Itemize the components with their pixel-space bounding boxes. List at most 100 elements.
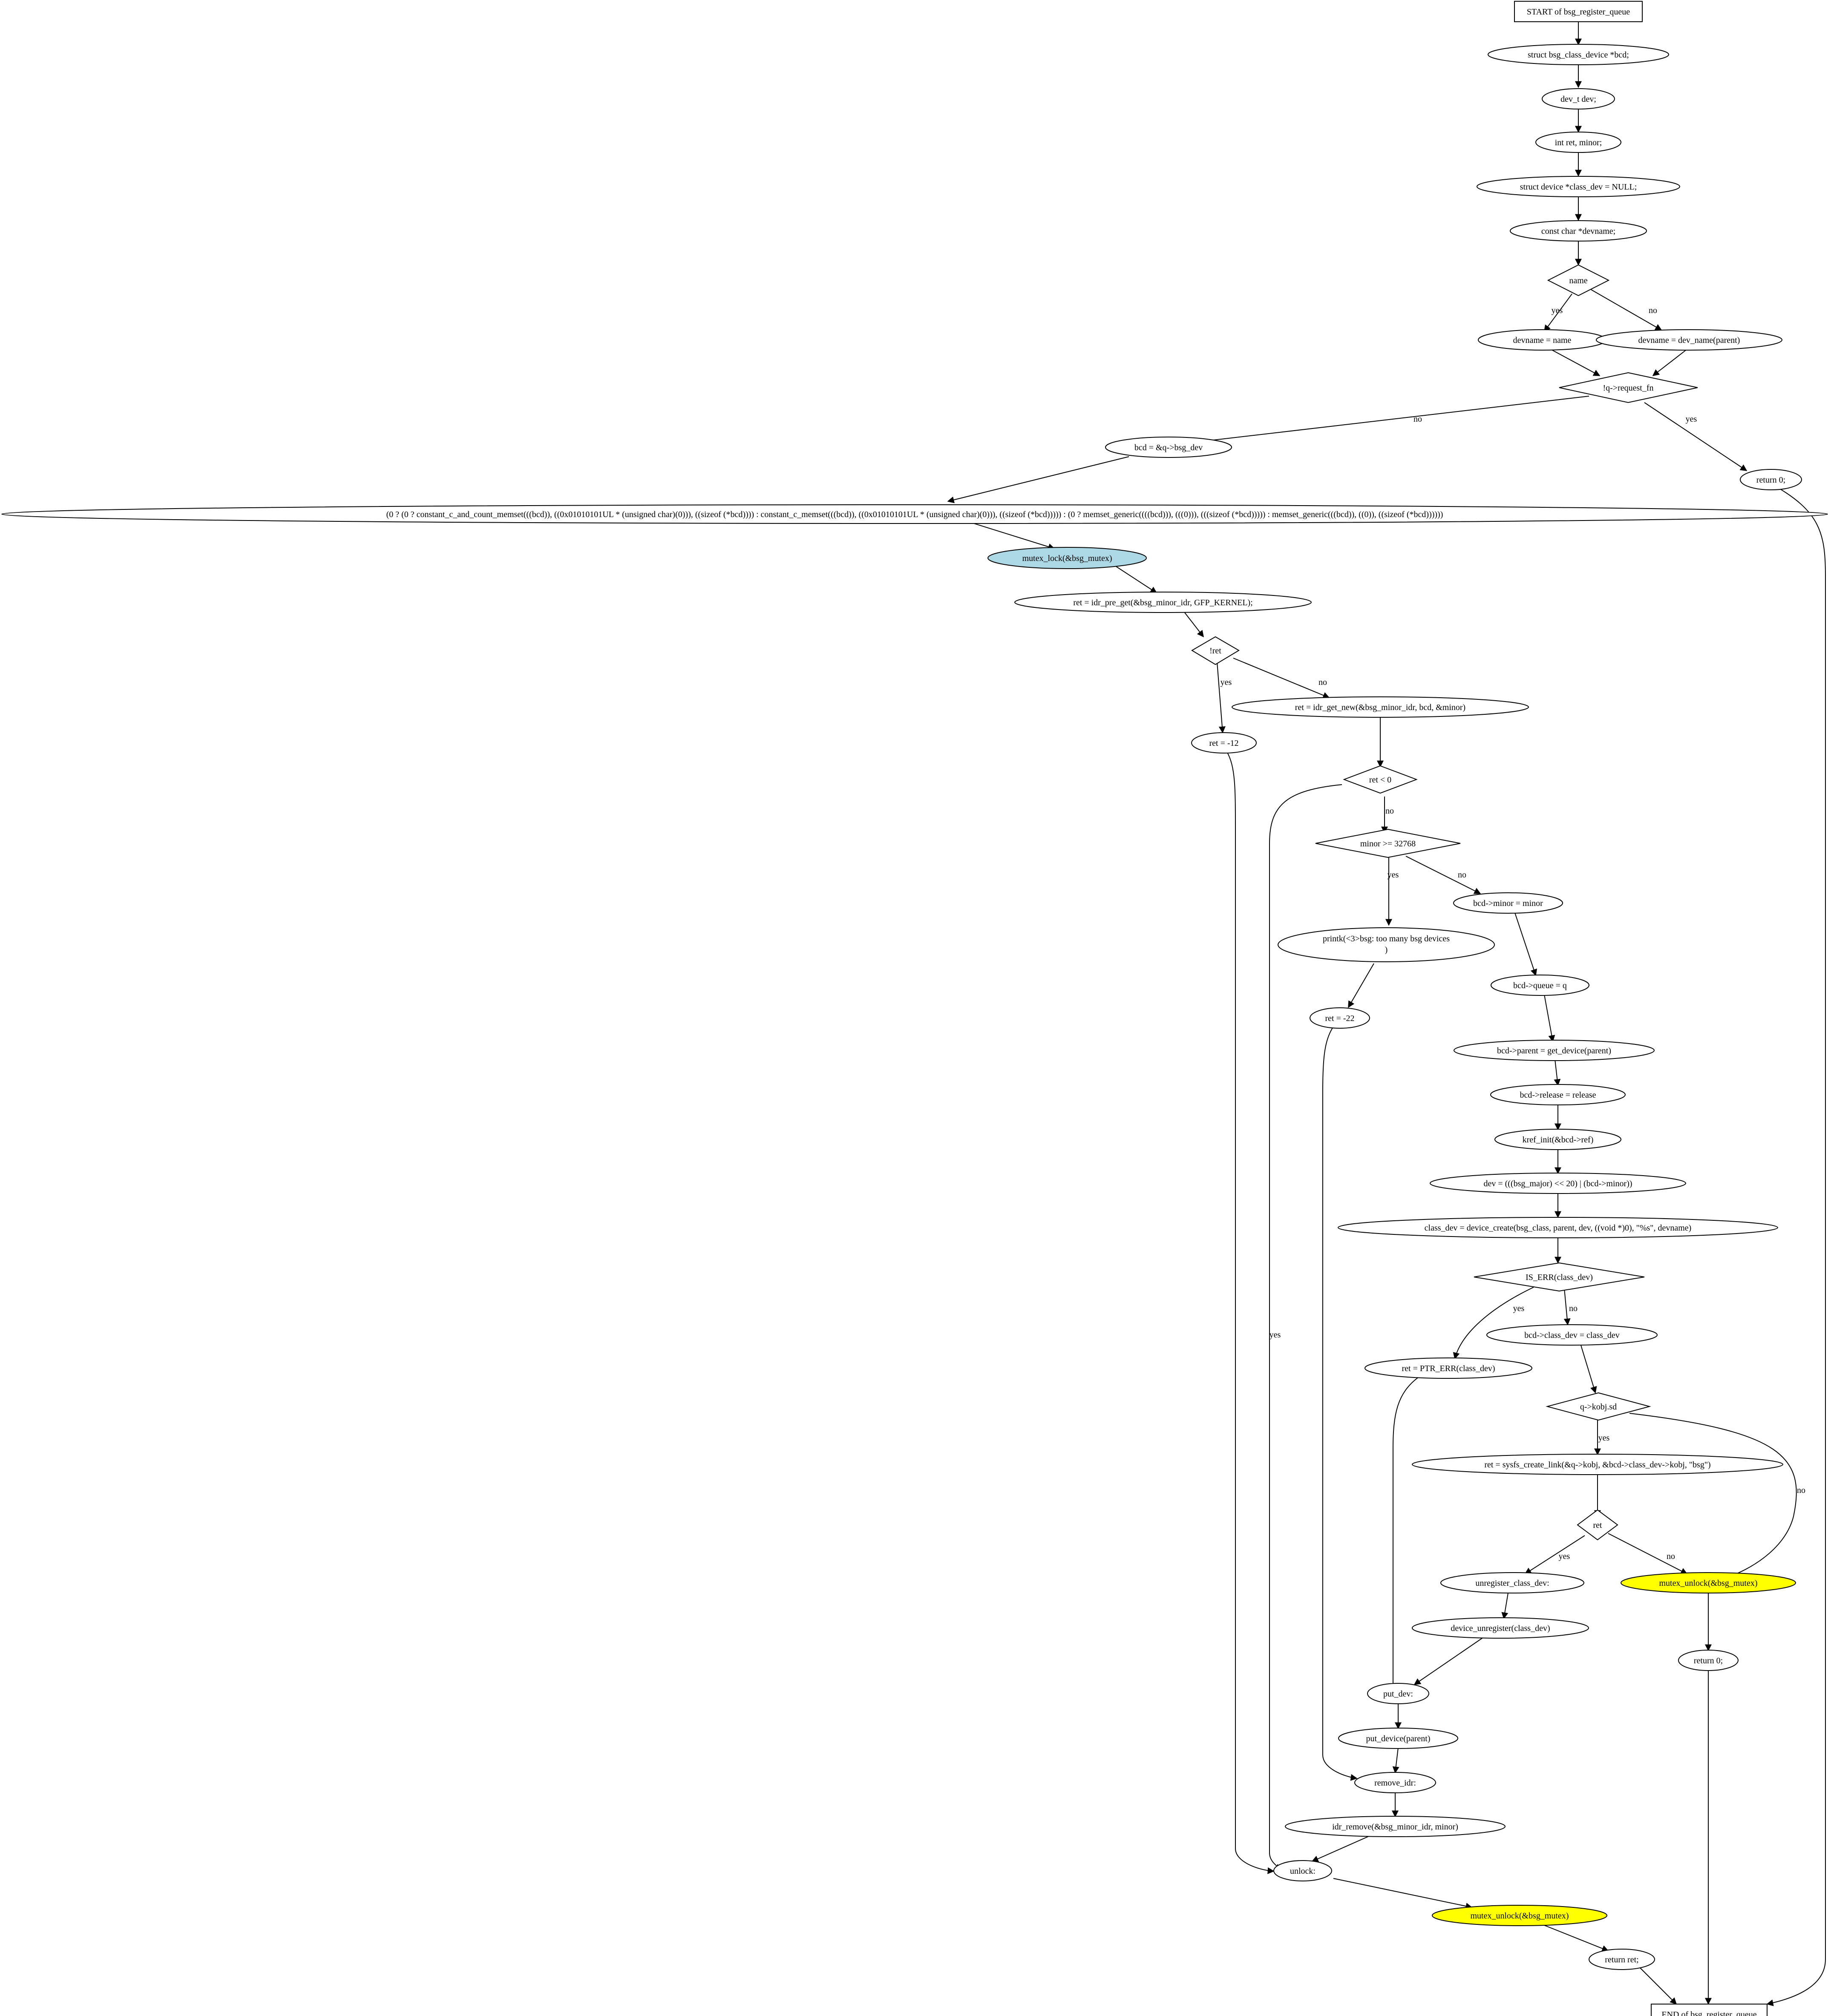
edge	[1640, 1967, 1677, 2005]
edge	[1652, 349, 1687, 376]
decision-label: ret	[1593, 1521, 1602, 1530]
edges	[947, 21, 1826, 2006]
node-label: bcd->minor = minor	[1473, 899, 1543, 908]
process-node	[1490, 1084, 1626, 1105]
edge	[1116, 566, 1157, 593]
decision-node	[1474, 1262, 1645, 1292]
edge-label-yes: yes	[1552, 306, 1563, 315]
process-node	[1412, 1617, 1589, 1639]
node-label: )	[1385, 945, 1388, 955]
edge-yes	[1544, 293, 1572, 332]
edge-no	[1405, 856, 1481, 894]
process-node	[1, 504, 1828, 524]
edge	[1392, 1747, 1399, 1774]
node-label: dev = (((bsg_major) << 20) | (bcd->minor…	[1483, 1179, 1632, 1188]
decision-node	[1547, 264, 1610, 296]
edge	[1413, 1636, 1485, 1685]
edge-yes	[1269, 784, 1342, 1871]
edge	[1333, 1878, 1473, 1910]
node-label: device_unregister(class_dev)	[1451, 1624, 1550, 1633]
process-node	[1477, 176, 1680, 197]
process-node	[1596, 329, 1782, 351]
edge	[1322, 1026, 1358, 1781]
node-label: dev_t dev;	[1560, 95, 1596, 104]
decision-label: IS_ERR(class_dev)	[1526, 1273, 1593, 1282]
decision-node	[1577, 1509, 1618, 1541]
decision-label: q->kobj.sd	[1580, 1402, 1617, 1412]
edge-no	[1188, 396, 1589, 446]
edge-label-no: no	[1649, 306, 1657, 315]
edge-label-no: no	[1797, 1486, 1805, 1495]
node-label: int ret, minor;	[1555, 138, 1602, 147]
node-label: unlock:	[1290, 1866, 1316, 1876]
decision-label: !q->request_fn	[1603, 383, 1653, 393]
process-node	[1430, 1173, 1686, 1194]
edge-label-yes: yes	[1686, 414, 1697, 424]
mutex-lock-node	[987, 547, 1147, 569]
end-node	[1651, 2004, 1768, 2016]
edge	[1501, 1593, 1508, 1619]
node-label: unregister_class_dev:	[1475, 1579, 1549, 1588]
edge-label-no: no	[1569, 1304, 1578, 1313]
node-label: remove_idr:	[1374, 1778, 1416, 1788]
node-label: devname = dev_name(parent)	[1638, 336, 1740, 345]
edge	[947, 456, 1129, 503]
process-node	[1740, 469, 1802, 490]
edge-labels: yes no no yes yes no no yes no yes yes n…	[1221, 306, 1805, 1561]
process-node	[1338, 1728, 1458, 1749]
edge-label-no: no	[1458, 870, 1466, 880]
node-label: mutex_unlock(&bsg_mutex)	[1470, 1911, 1569, 1921]
decision-label: !ret	[1209, 646, 1221, 656]
node-label: ret = -22	[1325, 1014, 1354, 1023]
node-label: ret = idr_get_new(&bsg_minor_idr, bcd, &…	[1295, 703, 1465, 712]
process-node	[1535, 132, 1621, 153]
node-label: kref_init(&bcd->ref)	[1523, 1135, 1594, 1145]
process-node	[1278, 927, 1495, 962]
node-label: devname = name	[1513, 336, 1572, 345]
process-node	[1678, 1650, 1739, 1671]
edge-no	[1563, 1288, 1571, 1326]
node-label: printk(<3>bsg: too many bsg devices	[1323, 934, 1450, 943]
process-node	[1542, 88, 1615, 109]
edge-no	[1591, 289, 1662, 331]
edge-label-no: no	[1667, 1552, 1675, 1561]
edge-yes	[1644, 402, 1747, 471]
node-label: struct device *class_dev = NULL;	[1520, 182, 1637, 192]
edge	[1554, 1059, 1561, 1086]
node-label: ret = sysfs_create_link(&q->kobj, &bcd->…	[1484, 1460, 1710, 1470]
edge	[1311, 1835, 1372, 1862]
node-label: struct bsg_class_device *bcd;	[1528, 50, 1629, 60]
node-label: bcd = &q->bsg_dev	[1134, 443, 1203, 452]
node-label: return 0;	[1756, 475, 1785, 485]
process-node	[1273, 1860, 1332, 1881]
edge	[1184, 612, 1204, 638]
decision-node	[1343, 765, 1418, 794]
node-label: return ret;	[1605, 1955, 1638, 1964]
decision-node	[1315, 828, 1461, 858]
decision-label: minor >= 32768	[1360, 839, 1416, 848]
edge	[1544, 994, 1555, 1042]
edge-label-yes: yes	[1270, 1330, 1281, 1340]
edge	[1226, 751, 1275, 1874]
edge	[1348, 963, 1374, 1008]
process-node	[1338, 1217, 1778, 1238]
edge-no	[1233, 658, 1330, 699]
edge-label-yes: yes	[1388, 870, 1399, 880]
node-label: (0 ? (0 ? constant_c_and_count_memset(((…	[386, 510, 1443, 519]
node-label: bcd->class_dev = class_dev	[1524, 1331, 1620, 1340]
process-node	[1491, 975, 1589, 996]
decision-node	[1191, 636, 1240, 665]
edge-yes	[1524, 1535, 1585, 1574]
edge-yes	[1453, 1287, 1534, 1360]
node-label: ret = PTR_ERR(class_dev)	[1402, 1364, 1495, 1373]
node-label: bcd->release = release	[1520, 1090, 1596, 1100]
process-node	[1510, 220, 1647, 242]
edge	[1766, 485, 1826, 2006]
process-node	[1454, 1040, 1655, 1061]
process-node	[1310, 1007, 1370, 1029]
node-label: mutex_lock(&bsg_mutex)	[1022, 554, 1112, 563]
edge-no	[1608, 1533, 1688, 1574]
edge-label-no: no	[1385, 806, 1394, 816]
edge-label-no: no	[1413, 414, 1422, 424]
